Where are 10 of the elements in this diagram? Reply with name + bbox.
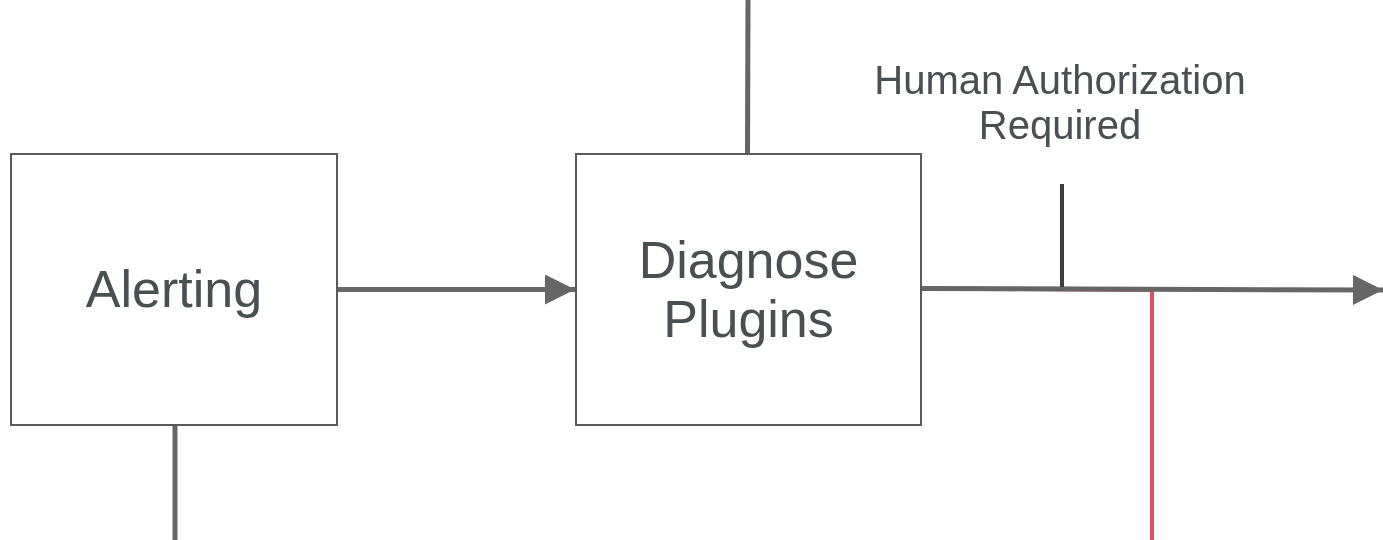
arrow (338, 274, 575, 305)
arrow (922, 274, 1383, 305)
leader-line (1060, 184, 1064, 287)
box-label: Diagnose Plugins (637, 231, 860, 348)
connector-line (745, 0, 751, 153)
process-box (10, 153, 338, 426)
annotation-text: Human Authorization Required (820, 58, 1300, 174)
process-box (575, 153, 922, 426)
connector-line (172, 426, 178, 540)
box-label: Alerting (84, 260, 264, 319)
